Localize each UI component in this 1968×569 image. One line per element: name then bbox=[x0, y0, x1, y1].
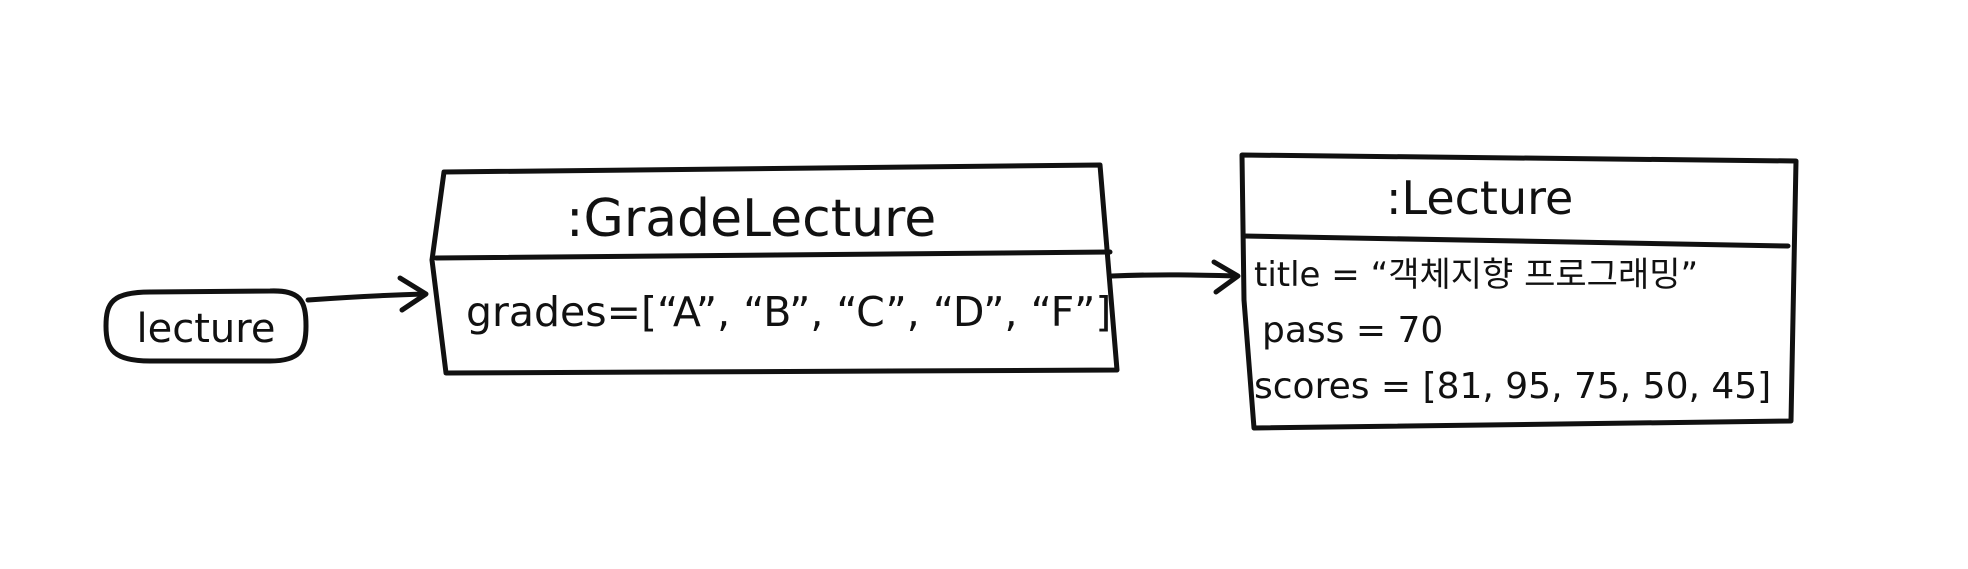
variable-node-lecture: lecture bbox=[103, 288, 309, 364]
lecture-title: :Lecture bbox=[1386, 171, 1573, 225]
gradelecture-field-grades: grades=[“A”, “B”, “C”, “D”, “F”] bbox=[466, 288, 1111, 336]
gradelecture-box-outline bbox=[429, 162, 1120, 376]
gradelecture-object-box: :GradeLecture grades=[“A”, “B”, “C”, “D”… bbox=[429, 162, 1120, 376]
lecture-field-title: title = “객체지향 프로그래밍” bbox=[1254, 255, 1698, 295]
lecture-field-pass: pass = 70 bbox=[1262, 310, 1443, 351]
lecture-field-scores: scores = [81, 95, 75, 50, 45] bbox=[1254, 366, 1771, 407]
variable-node-oval bbox=[103, 288, 309, 364]
lecture-box-outline bbox=[1239, 152, 1799, 431]
edge-variable-to-gradelecture bbox=[305, 275, 429, 313]
lecture-box-divider bbox=[1241, 233, 1791, 249]
gradelecture-title: :GradeLecture bbox=[566, 189, 936, 249]
gradelecture-box-divider bbox=[433, 249, 1113, 261]
edge-gradelecture-to-lecture bbox=[1109, 259, 1241, 295]
lecture-object-box: :Lecture title = “객체지향 프로그래밍” pass = 70 … bbox=[1239, 152, 1799, 431]
variable-node-label: lecture bbox=[137, 306, 276, 352]
